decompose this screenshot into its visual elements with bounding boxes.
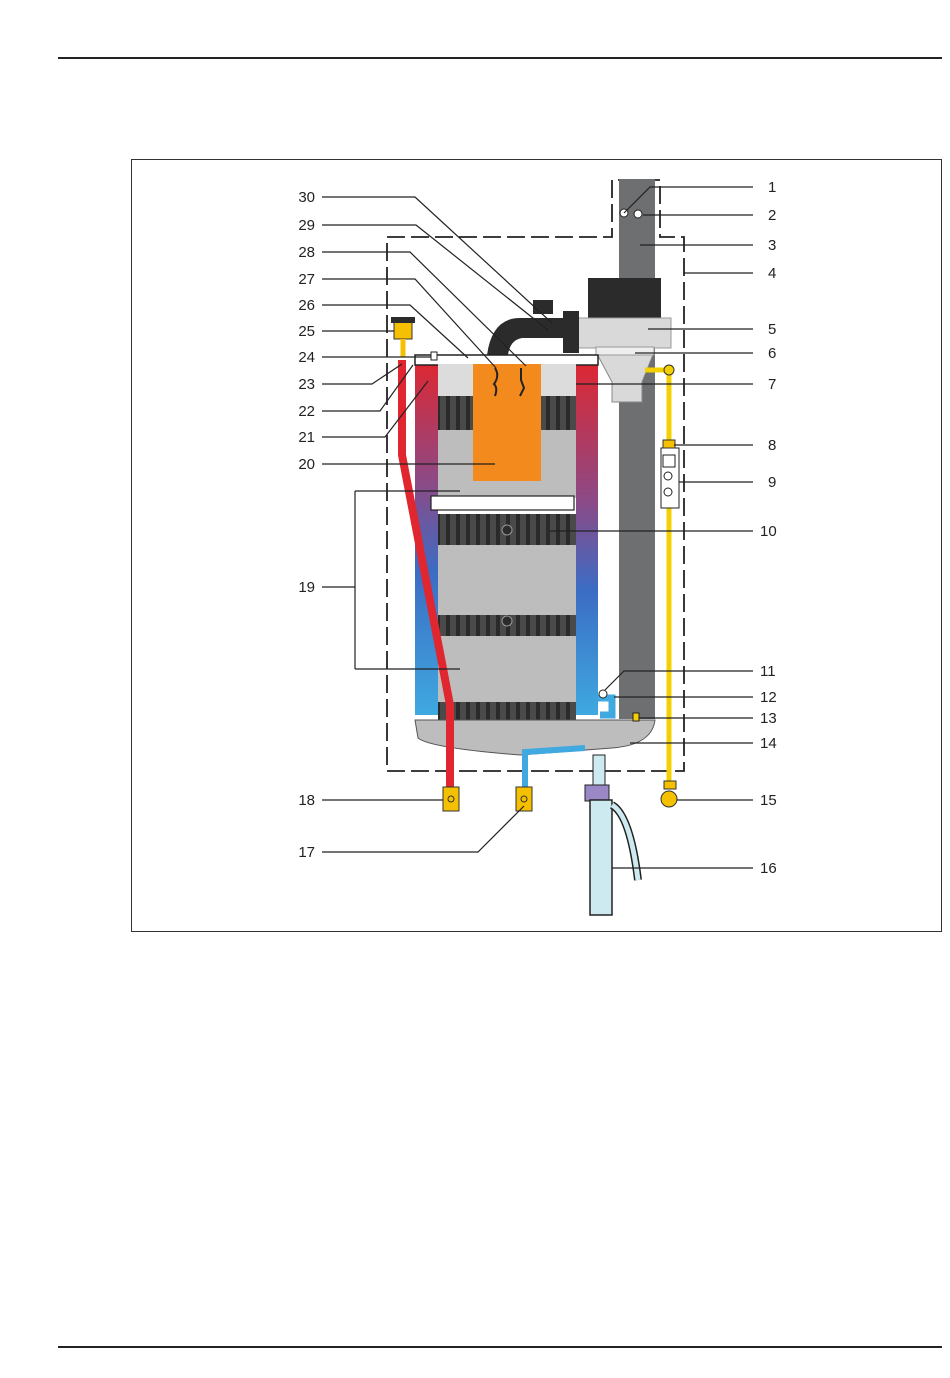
callout-11: 11 <box>760 663 776 680</box>
callout-5: 5 <box>768 321 776 338</box>
callout-30: 30 <box>298 189 315 206</box>
callout-14: 14 <box>760 735 777 752</box>
heat-exchanger-right-jacket <box>576 358 598 715</box>
callout-6: 6 <box>768 345 776 362</box>
sensor-plug-1 <box>502 525 512 535</box>
callout-7: 7 <box>768 376 776 393</box>
callout-9: 9 <box>768 474 776 491</box>
burner-cover <box>415 355 598 365</box>
callout-21: 21 <box>298 429 315 446</box>
heat-exchanger-section-2 <box>438 545 576 615</box>
callout-10: 10 <box>760 523 777 540</box>
callout-19: 19 <box>298 579 315 596</box>
callout-23: 23 <box>298 376 315 393</box>
ignition-transformer <box>533 300 553 314</box>
callout-13: 13 <box>760 710 777 727</box>
callout-17: 17 <box>298 844 315 861</box>
return-pipe <box>598 698 612 715</box>
callout-15: 15 <box>760 792 777 809</box>
return-inlet-pipe <box>525 748 585 790</box>
gas-cock <box>661 791 677 807</box>
automatic-air-vent <box>394 321 412 339</box>
callouts-left: 30 29 28 27 26 25 24 23 22 21 20 19 18 1… <box>298 189 315 861</box>
callout-4: 4 <box>768 265 776 282</box>
callout-26: 26 <box>298 297 315 314</box>
gas-valve-adjuster-2 <box>664 488 672 496</box>
gas-valve-adjuster-1 <box>664 472 672 480</box>
condensate-trap <box>590 800 612 915</box>
return-sensor <box>599 690 607 698</box>
flue-test-point-2 <box>634 210 642 218</box>
callout-16: 16 <box>760 860 777 877</box>
gas-valve-window <box>663 455 675 467</box>
fan-housing <box>577 318 671 348</box>
callout-28: 28 <box>298 244 315 261</box>
baffle-plate <box>431 496 574 510</box>
return-connector <box>516 787 532 811</box>
condensate-drain-pipe <box>593 755 605 787</box>
fan-plate <box>596 347 654 355</box>
flow-sensor <box>431 352 437 360</box>
callout-24: 24 <box>298 349 315 366</box>
gas-cock-nut <box>664 781 676 789</box>
callout-29: 29 <box>298 217 315 234</box>
callouts-right: 1 2 3 4 5 6 7 8 9 10 11 12 13 14 15 16 <box>760 179 777 877</box>
mixing-pipe <box>487 318 565 355</box>
callout-12: 12 <box>760 689 777 706</box>
callout-2: 2 <box>768 207 776 224</box>
flue-pipe <box>619 179 655 719</box>
condensate-sensor <box>633 713 639 721</box>
callout-25: 25 <box>298 323 315 340</box>
condensate-trap-cap <box>585 785 609 801</box>
air-vent-cap <box>391 317 415 323</box>
callout-20: 20 <box>298 456 315 473</box>
fan-connector <box>563 311 579 353</box>
callout-22: 22 <box>298 403 315 420</box>
callout-8: 8 <box>768 437 776 454</box>
fan-motor <box>588 278 661 318</box>
callout-3: 3 <box>768 237 776 254</box>
callout-27: 27 <box>298 271 315 288</box>
footer-rule <box>58 1346 942 1348</box>
flow-connector <box>443 787 459 811</box>
gas-line-elbow <box>664 365 674 375</box>
sensor-plug-2 <box>502 616 512 626</box>
callout-1: 1 <box>768 179 776 196</box>
gas-inlet-test-nipple <box>663 440 675 448</box>
callout-18: 18 <box>298 792 315 809</box>
